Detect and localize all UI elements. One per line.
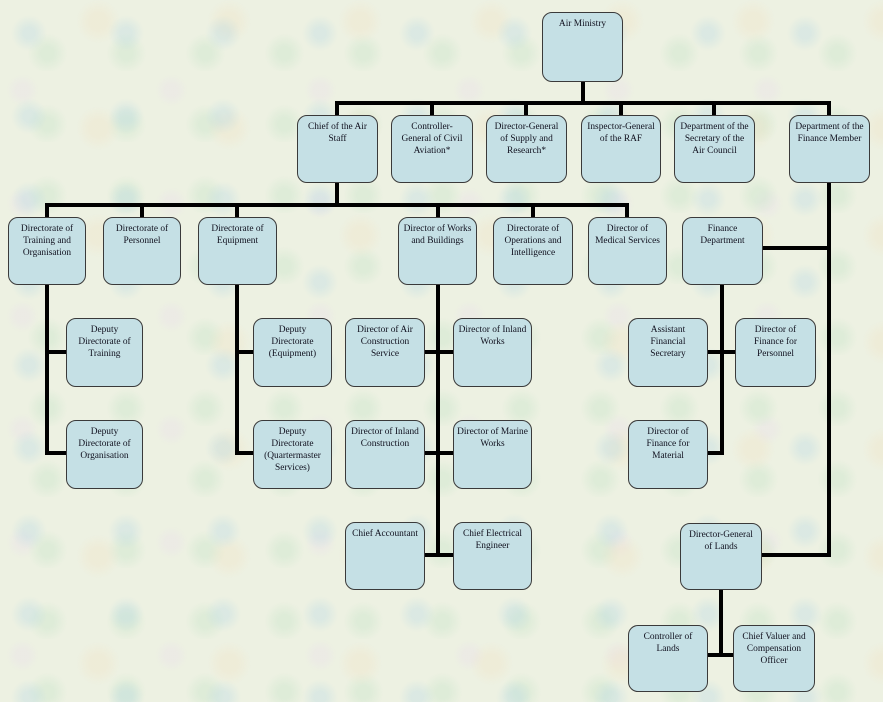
edge-drop-dir-ops	[531, 205, 535, 219]
edge-drop-dir-medical	[625, 205, 629, 219]
node-finance-department: Finance Department	[682, 217, 763, 285]
edge-conn-controller-lands-chief-valuer	[708, 653, 735, 657]
edge-conn-asst-secretary-finance-personnel	[708, 350, 735, 354]
node-director-air-construction-service: Director of Air Construction Service	[345, 318, 425, 387]
edge-drop-dg-supply-research	[524, 103, 528, 117]
node-chief-electrical-engineer: Chief Electrical Engineer	[453, 522, 532, 590]
node-deputy-directorate-organisation: Deputy Directorate of Organisation	[66, 420, 143, 489]
edge-training-column	[45, 285, 49, 455]
node-deputy-directorate-equipment: Deputy Directorate (Equipment)	[253, 318, 332, 387]
edge-stub-dep-organisation	[47, 451, 67, 455]
node-deputy-directorate-training: Deputy Directorate of Training	[66, 318, 143, 387]
node-controller-general-civil-aviation: Controller- General of Civil Aviation*	[391, 115, 473, 183]
node-director-finance-personnel: Director of Finance for Personnel	[735, 318, 816, 387]
node-chief-accountant: Chief Accountant	[345, 522, 425, 590]
node-deputy-directorate-quartermaster: Deputy Directorate (Quartermaster Servic…	[253, 420, 332, 489]
node-director-medical-services: Director of Medical Services	[588, 217, 667, 285]
node-air-ministry: Air Ministry	[542, 12, 623, 82]
node-dept-finance-member: Department of the Finance Member	[789, 115, 870, 183]
node-director-general-lands: Director-General of Lands	[680, 523, 762, 590]
edge-stub-dep-quartermaster	[237, 451, 254, 455]
edge-row2-spine	[335, 101, 831, 105]
node-director-inland-works: Director of Inland Works	[453, 318, 532, 387]
node-directorate-training-organisation: Directorate of Training and Organisation	[8, 217, 86, 285]
edge-row3-spine	[45, 203, 629, 207]
edge-works-column	[436, 285, 440, 557]
node-director-works-buildings: Director of Works and Buildings	[398, 217, 477, 285]
edge-stub-finance-material	[708, 451, 724, 455]
node-directorate-operations-intelligence: Directorate of Operations and Intelligen…	[493, 217, 573, 285]
node-inspector-general-raf: Inspector-General of the RAF	[581, 115, 661, 183]
edge-drop-inspector-general	[619, 103, 623, 117]
edge-drop-dir-equipment	[235, 205, 239, 219]
node-directorate-equipment: Directorate of Equipment	[198, 217, 277, 285]
edge-drop-dept-secretary	[712, 103, 716, 117]
node-director-marine-works: Director of Marine Works	[453, 420, 532, 489]
edge-stub-dep-equipment	[237, 350, 254, 354]
node-directorate-personnel: Directorate of Personnel	[103, 217, 181, 285]
edge-stub-dep-training	[47, 350, 67, 354]
node-dept-secretary-air-council: Department of the Secretary of the Air C…	[674, 115, 755, 183]
node-director-general-supply-research: Director-General of Supply and Research*	[486, 115, 567, 183]
node-chief-valuer-compensation-officer: Chief Valuer and Compensation Officer	[733, 625, 815, 692]
node-director-inland-construction: Director of Inland Construction	[345, 420, 425, 489]
node-chief-of-the-air-staff: Chief of the Air Staff	[297, 115, 378, 183]
edge-link-finance-dept	[763, 246, 831, 250]
edge-dg-lands-drop	[719, 590, 723, 657]
edge-drop-dir-works	[436, 205, 440, 219]
edge-air-ministry-drop	[581, 80, 585, 105]
edge-conn-accountant-electrical	[425, 553, 453, 557]
node-assistant-financial-secretary: Assistant Financial Secretary	[628, 318, 708, 387]
edge-finance-member-column	[827, 183, 831, 557]
edge-drop-dir-training-org	[45, 205, 49, 219]
edge-chief-air-staff-drop	[335, 183, 339, 207]
edge-drop-controller-civil-aviation	[430, 103, 434, 117]
edge-finance-column	[720, 285, 724, 455]
edge-drop-dept-finance-member	[827, 103, 831, 117]
edge-link-dg-lands	[762, 553, 831, 557]
edge-drop-dir-personnel	[140, 205, 144, 219]
edge-drop-chief-air-staff	[335, 103, 339, 117]
node-controller-of-lands: Controller of Lands	[628, 625, 708, 692]
edge-conn-inland-construction-marine-works	[425, 451, 453, 455]
edge-equipment-column	[235, 285, 239, 455]
edge-conn-air-construction-inland-works	[425, 350, 453, 354]
node-director-finance-material: Director of Finance for Material	[628, 420, 708, 489]
